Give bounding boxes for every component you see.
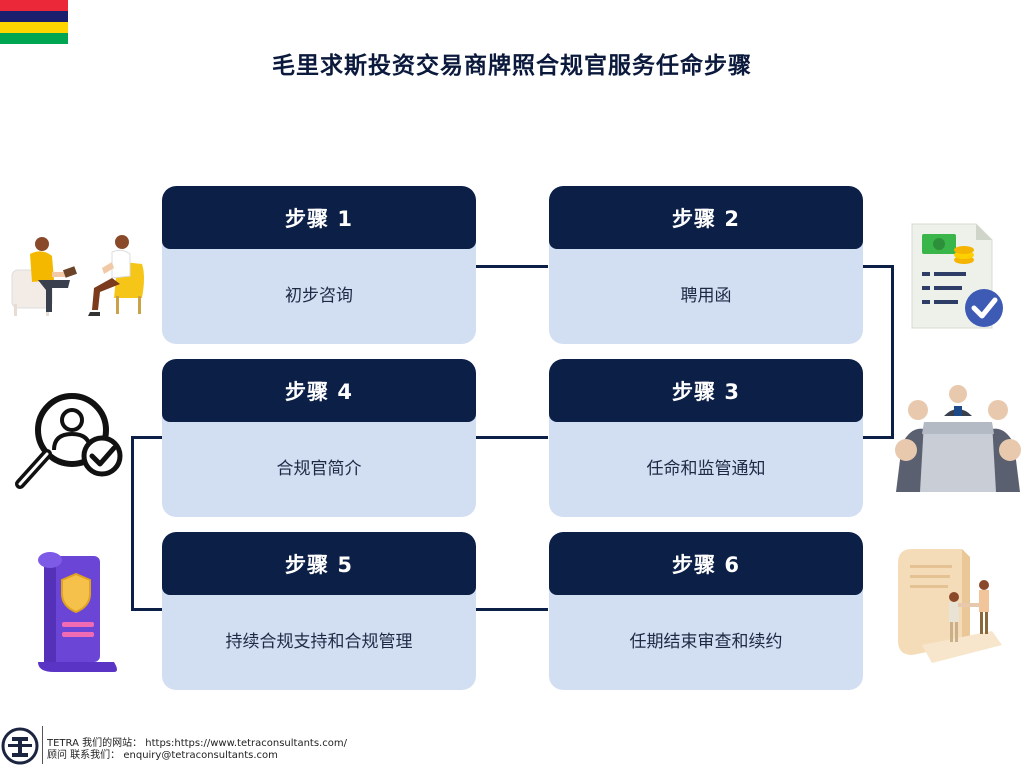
footer-contact: 顾问 联系我们： enquiry@tetraconsultants.com <box>47 750 278 761</box>
document-check-icon <box>911 223 1003 329</box>
page-title: 毛里求斯投资交易商牌照合规官服务任命步骤 <box>272 53 752 79</box>
step-header: 步骤 6 <box>549 532 863 595</box>
connector-2-3-h1 <box>863 265 894 268</box>
footer-divider <box>42 726 43 764</box>
connector-3-4 <box>476 436 548 439</box>
step-text: 任命和监管通知 <box>646 459 766 480</box>
connector-4-5-h1 <box>131 436 162 439</box>
step-text: 任期结束审查和续约 <box>629 632 783 653</box>
connector-4-5-h2 <box>131 608 162 611</box>
step-header: 步骤 4 <box>162 359 476 422</box>
tetra-logo-icon <box>1 727 39 765</box>
step-header: 步骤 5 <box>162 532 476 595</box>
footer-website: TETRA 我们的网站： https:https://www.tetracons… <box>47 738 347 749</box>
step-header: 步骤 3 <box>549 359 863 422</box>
connector-5-6 <box>476 608 548 611</box>
step-text: 合规官简介 <box>276 459 362 480</box>
contract-handshake-icon <box>898 549 1002 663</box>
step-card-6: 步骤 6 任期结束审查和续约 <box>549 532 863 690</box>
connector-1-2 <box>476 265 548 268</box>
footer: TETRA 我们的网站： https:https://www.tetracons… <box>0 724 420 768</box>
step-header: 步骤 2 <box>549 186 863 249</box>
consultation-icon <box>11 235 144 316</box>
connector-4-5-v <box>131 436 134 611</box>
step-text: 初步咨询 <box>285 286 353 307</box>
step-card-1: 步骤 1 初步咨询 <box>162 186 476 344</box>
mauritius-flag-icon <box>0 0 68 44</box>
profile-search-icon <box>15 393 123 489</box>
connector-2-3-v <box>891 265 894 439</box>
step-card-4: 步骤 4 合规官简介 <box>162 359 476 517</box>
step-card-5: 步骤 5 持续合规支持和合规管理 <box>162 532 476 690</box>
step-text: 聘用函 <box>680 286 732 307</box>
step-card-3: 步骤 3 任命和监管通知 <box>549 359 863 517</box>
scroll-shield-icon <box>38 552 117 672</box>
connector-2-3-h2 <box>863 436 894 439</box>
step-text: 持续合规支持和合规管理 <box>225 632 413 653</box>
step-card-2: 步骤 2 聘用函 <box>549 186 863 344</box>
step-header: 步骤 1 <box>162 186 476 249</box>
meeting-icon <box>895 385 1021 492</box>
